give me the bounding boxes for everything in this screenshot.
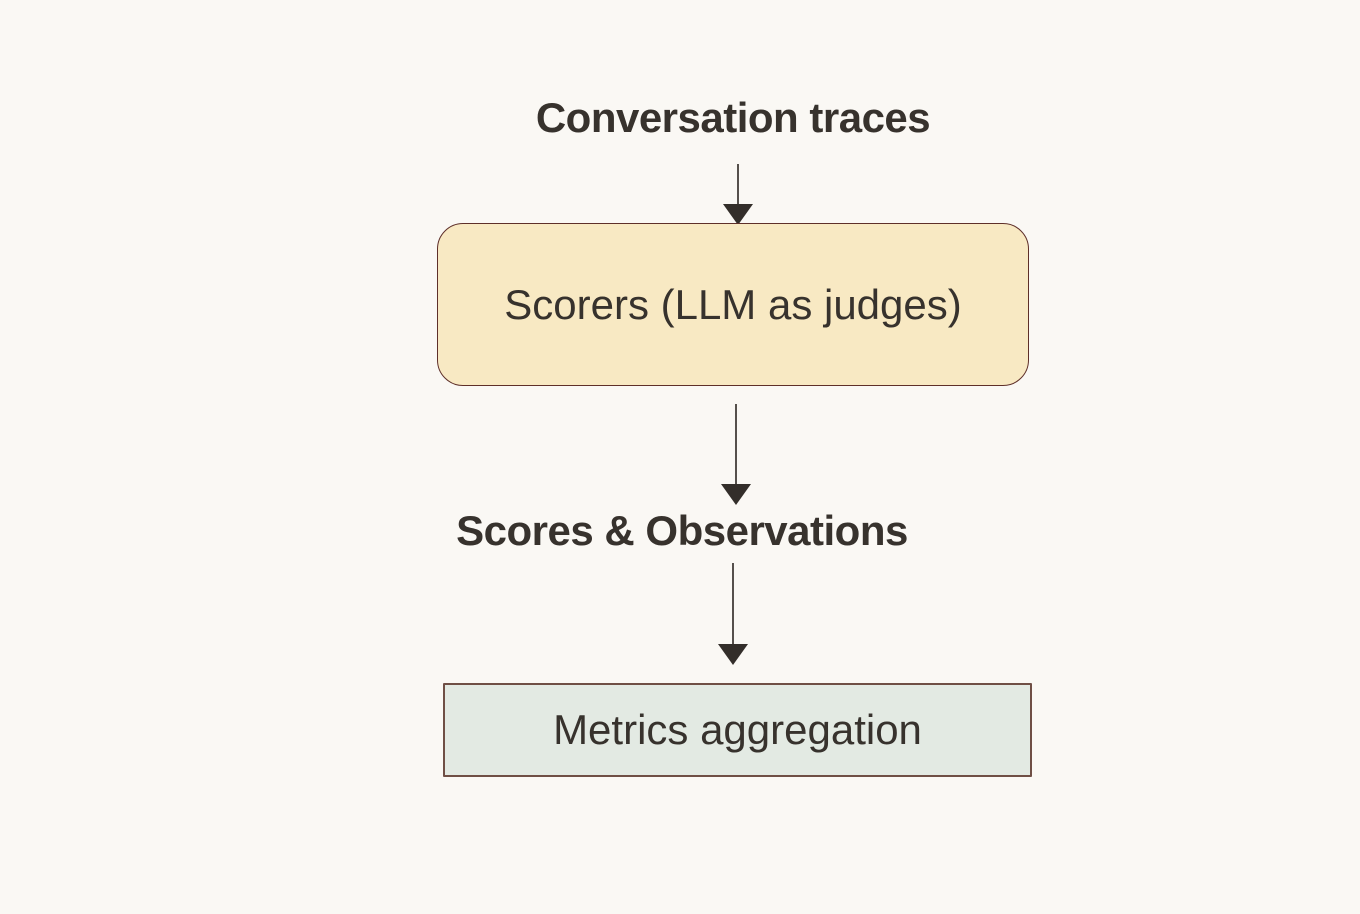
node-scorers-label: Scorers (LLM as judges) xyxy=(504,280,962,328)
arrow-line xyxy=(737,164,739,204)
node-scorers: Scorers (LLM as judges) xyxy=(437,223,1029,386)
arrow-line xyxy=(735,404,737,484)
arrow-head-icon xyxy=(721,484,751,505)
node-scores-observations: Scores & Observations xyxy=(456,507,908,554)
arrow-scores-to-metrics xyxy=(718,563,748,665)
arrow-head-icon xyxy=(723,204,753,225)
node-metrics-aggregation: Metrics aggregation xyxy=(443,683,1032,777)
arrow-head-icon xyxy=(718,644,748,665)
node-metrics-aggregation-label: Metrics aggregation xyxy=(553,706,922,753)
arrow-scorers-to-scores xyxy=(721,404,751,505)
arrow-traces-to-scorers xyxy=(723,164,753,225)
arrow-line xyxy=(732,563,734,644)
node-conversation-traces: Conversation traces xyxy=(535,94,931,141)
